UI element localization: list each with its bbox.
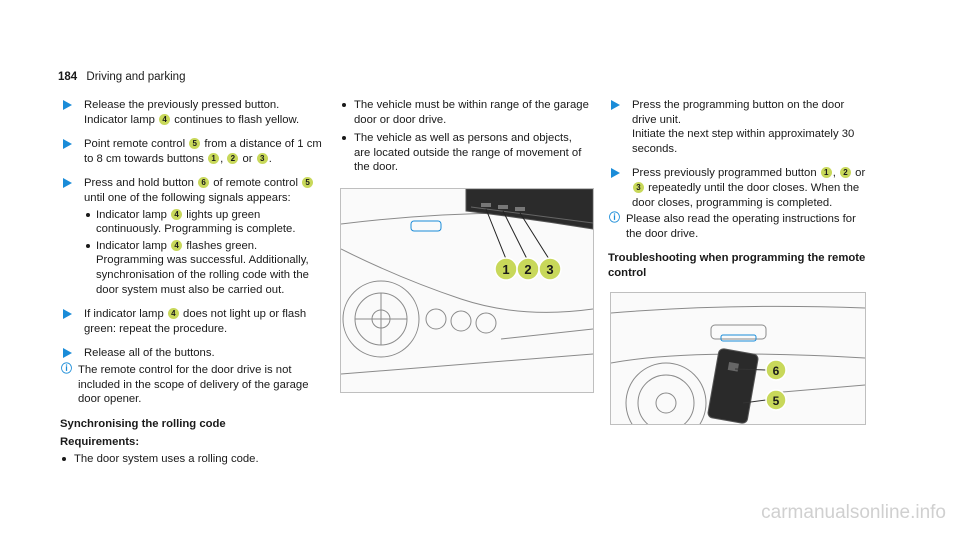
info-icon: ⓘ	[609, 211, 620, 225]
callout-badge: 4	[167, 308, 179, 320]
callout-6: 6	[773, 364, 780, 378]
callout-2: 2	[524, 262, 531, 277]
requirements-label: Requirements:	[60, 436, 140, 449]
arrow-right-icon	[63, 309, 72, 320]
note: ⓘ Please also read the operating instruc…	[609, 211, 856, 240]
arrow-right-icon	[611, 100, 620, 110]
info-icon: ⓘ	[61, 361, 72, 375]
column-3: Press the programming button on the door…	[608, 98, 870, 285]
column-2: The vehicle must be within range of the …	[340, 98, 590, 179]
callout-badge: 5	[189, 138, 201, 150]
callout-badge: 2	[227, 152, 239, 164]
step-release-all: Release all of the buttons.	[60, 346, 328, 361]
arrow-right-icon	[63, 178, 72, 189]
step-press-programmed: Press previously programmed button 1, 2 …	[608, 166, 870, 210]
page-header: 184 Driving and parking	[58, 71, 185, 83]
callout-badge: 3	[633, 181, 644, 193]
callout-1: 1	[502, 262, 509, 277]
figure-overhead-buttons: 1 2 3	[340, 188, 594, 393]
figure-remote-control: 6 5	[610, 292, 866, 444]
section-heading: Troubleshooting when programming the rem…	[608, 252, 866, 279]
callout-5: 5	[773, 394, 780, 408]
callout-badge: 4	[159, 113, 171, 125]
step-release-button: Release the previously pressed button. I…	[60, 98, 328, 127]
condition-item: The vehicle as well as persons and objec…	[340, 131, 590, 175]
page-number: 184	[58, 71, 78, 83]
column-1: Release the previously pressed button. I…	[60, 98, 328, 470]
signal-item: Indicator lamp 4 flashes green. Programm…	[84, 239, 328, 297]
condition-item: The vehicle must be within range of the …	[340, 98, 590, 127]
step-press-programming: Press the programming button on the door…	[608, 98, 870, 156]
arrow-right-icon	[63, 348, 72, 359]
callout-badge: 1	[820, 167, 832, 179]
callout-badge: 3	[256, 152, 268, 164]
arrow-right-icon	[63, 139, 72, 150]
watermark: carmanualsonline.info	[761, 502, 946, 523]
callout-3: 3	[546, 262, 553, 277]
note: ⓘ The remote control for the door drive …	[61, 361, 309, 406]
callout-badge: 1	[208, 152, 220, 164]
step-press-hold: Press and hold button 6 of remote contro…	[60, 176, 328, 297]
section-heading: Synchronising the rolling code	[60, 417, 226, 430]
callout-badge: 6	[198, 177, 210, 189]
section-title: Driving and parking	[86, 71, 186, 83]
arrow-right-icon	[611, 168, 620, 179]
callout-badge: 2	[840, 167, 852, 179]
callout-badge: 5	[302, 177, 314, 189]
callout-badge: 4	[171, 208, 183, 220]
step-point-remote: Point remote control 5 from a distance o…	[60, 137, 328, 166]
remote-illustration: 6 5	[610, 305, 866, 444]
requirement-item: The door system uses a rolling code.	[60, 452, 328, 467]
callout-badge: 4	[171, 239, 183, 251]
cockpit-illustration: 1 2 3	[340, 188, 594, 375]
step-repeat: If indicator lamp 4 does not light up or…	[60, 307, 328, 336]
signal-item: Indicator lamp 4 lights up green continu…	[84, 208, 328, 237]
arrow-right-icon	[63, 100, 72, 110]
